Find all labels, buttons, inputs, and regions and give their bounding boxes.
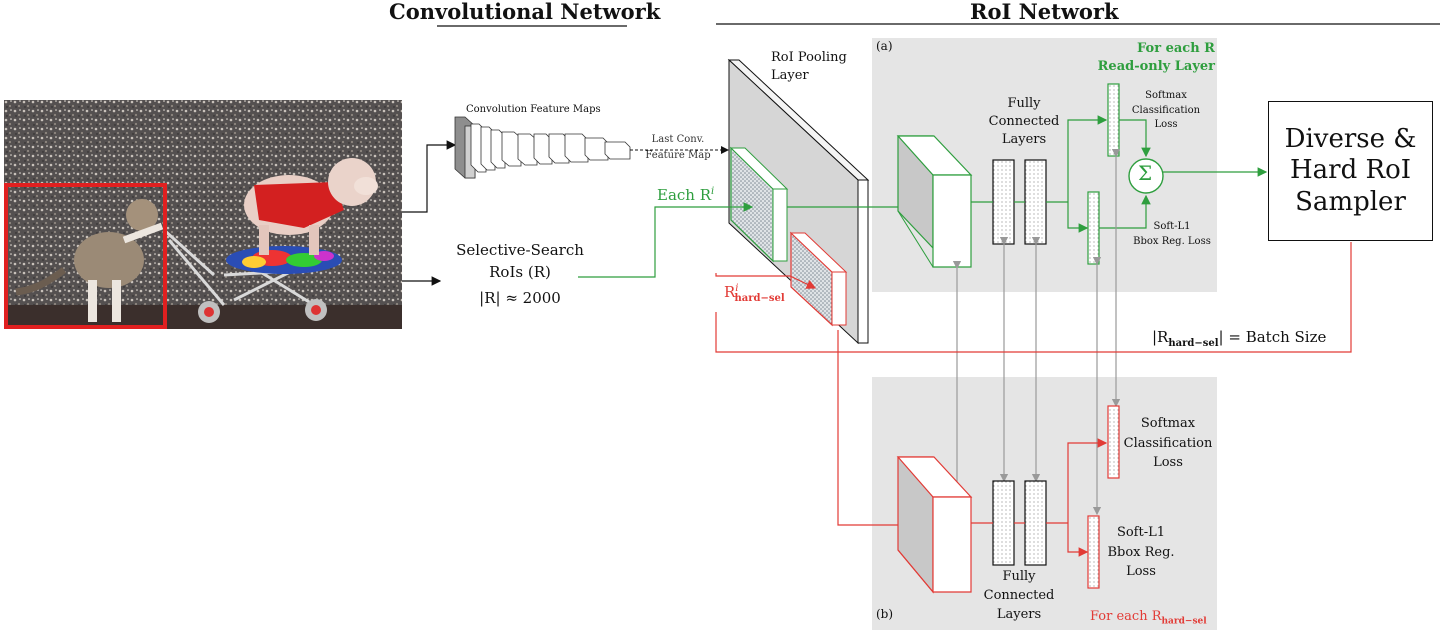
selective-search-line2: RoIs (R) bbox=[489, 262, 551, 281]
panel-b-softmax-label: Softmax Classification Loss bbox=[1120, 414, 1216, 473]
panel-b-fc-line2: Connected bbox=[983, 587, 1055, 603]
panel-b-softmax-line1: Softmax bbox=[1140, 416, 1196, 431]
panel-b-fc-line1: Fully bbox=[1002, 569, 1036, 584]
panel-a-for-each-line: For each R bbox=[1137, 41, 1215, 56]
panel-a-softmax-line3: Loss bbox=[1154, 119, 1178, 130]
panel-b-for-each: For each Rhard−sel bbox=[1090, 609, 1207, 627]
panel-b-for-each-text: For each R bbox=[1090, 609, 1162, 624]
header-roi-network: RoI Network bbox=[970, 0, 1119, 24]
batch-r: |R bbox=[1152, 328, 1169, 346]
selective-search-line1: Selective-Search bbox=[456, 241, 584, 259]
panel-a-fc-line1: Fully bbox=[1007, 96, 1041, 111]
batch-size-label: |Rhard−sel| = Batch Size bbox=[1150, 328, 1329, 350]
panel-a-for-each: For each R Read-only Layer bbox=[1098, 40, 1215, 75]
sum-node bbox=[1128, 158, 1164, 194]
panel-b-cuboid bbox=[896, 456, 973, 594]
panel-a-softl1-line1: Soft-L1 bbox=[1153, 221, 1191, 232]
roi-pooling-line2: Layer bbox=[771, 68, 809, 84]
panel-b-softmax-line3: Loss bbox=[1153, 455, 1183, 470]
last-conv-label: Last Conv. Feature Map bbox=[640, 134, 716, 161]
roi-pooling-label: RoI Pooling Layer bbox=[771, 49, 847, 85]
header-conv-network: Convolutional Network bbox=[389, 0, 661, 24]
panel-a-tag: (a) bbox=[876, 39, 893, 53]
photo-illustration bbox=[4, 100, 402, 329]
panel-b-tag: (b) bbox=[876, 607, 894, 621]
panel-a-fc-line2: Connected bbox=[988, 114, 1060, 130]
r-hard-text: R bbox=[724, 283, 736, 301]
r-hard-sup: i bbox=[735, 283, 739, 294]
input-photo bbox=[4, 100, 402, 329]
panel-a-cuboid bbox=[896, 135, 973, 268]
panel-a-softmax-line1: Softmax bbox=[1145, 90, 1187, 101]
selective-search-line3: |R| ≈ 2000 bbox=[479, 288, 561, 307]
panel-b-softl1-line2: Bbox Reg. bbox=[1107, 544, 1175, 560]
panel-a-softl1-line2: Bbox Reg. Loss bbox=[1133, 235, 1211, 247]
red-roi-block bbox=[789, 231, 848, 327]
each-r-label: Each Ri bbox=[657, 186, 714, 204]
panel-b-softmax-line2: Classification bbox=[1123, 435, 1213, 451]
panel-a-fc-line3: Layers bbox=[1001, 132, 1047, 148]
sampler-line2: Hard RoI bbox=[1289, 155, 1411, 186]
sum-symbol: Σ bbox=[1138, 161, 1153, 185]
sampler-line1: Diverse & bbox=[1284, 124, 1417, 155]
panel-b-fc-label: Fully Connected Layers bbox=[979, 568, 1059, 625]
panel-a-softmax-line2: Classification bbox=[1131, 104, 1201, 116]
last-conv-line2: Feature Map bbox=[645, 149, 711, 161]
panel-a-fc-label: Fully Connected Layers bbox=[984, 95, 1064, 150]
bounding-box bbox=[4, 183, 167, 329]
panel-a-read-only-line: Read-only Layer bbox=[1097, 58, 1215, 74]
conv-feature-maps bbox=[454, 116, 631, 179]
panel-a-softmax-label: Softmax Classification Loss bbox=[1124, 89, 1208, 133]
roi-pooling-line1: RoI Pooling bbox=[771, 50, 847, 65]
panel-a-softl1-label: Soft-L1 Bbox Reg. Loss bbox=[1124, 220, 1220, 249]
r-hard-sub: hard−sel bbox=[734, 293, 785, 304]
batch-sub: hard−sel bbox=[1168, 338, 1219, 349]
panel-b-softl1-line3: Loss bbox=[1126, 564, 1156, 579]
each-r-sup: i bbox=[711, 186, 715, 197]
r-hard-label: Rihard−sel bbox=[724, 283, 785, 305]
panel-b-fc-line3: Layers bbox=[996, 606, 1042, 622]
selective-search-label: Selective-Search RoIs (R) |R| ≈ 2000 bbox=[447, 240, 593, 309]
panel-b-softl1-label: Soft-L1 Bbox Reg. Loss bbox=[1104, 523, 1178, 582]
sampler-line3: Sampler bbox=[1295, 186, 1406, 217]
panel-b-softl1-line1: Soft-L1 bbox=[1116, 525, 1166, 540]
last-conv-line1: Last Conv. bbox=[651, 134, 705, 145]
batch-rest: | = Batch Size bbox=[1218, 328, 1327, 346]
panel-b-for-each-sub: hard−sel bbox=[1161, 616, 1207, 627]
each-r-text: Each R bbox=[657, 186, 712, 204]
hard-roi-sampler: Diverse & Hard RoI Sampler bbox=[1268, 101, 1433, 241]
conv-maps-label: Convolution Feature Maps bbox=[466, 104, 601, 115]
